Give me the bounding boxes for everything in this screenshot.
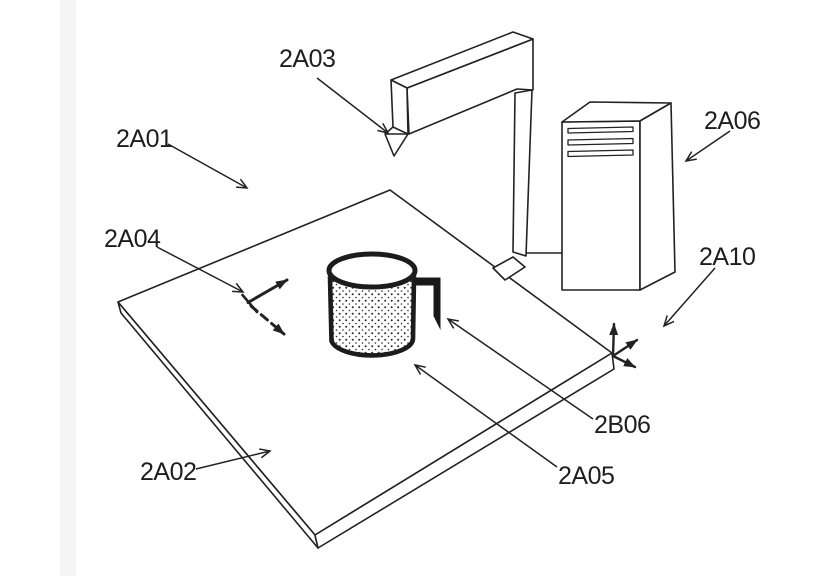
tower-vent-slot bbox=[567, 126, 634, 134]
tower-vent-slot bbox=[567, 149, 634, 158]
axis-arrow-upright bbox=[611, 338, 639, 358]
work-table bbox=[117, 189, 615, 549]
leader-2a06 bbox=[684, 130, 731, 163]
leader-2a04 bbox=[156, 246, 245, 293]
reference-label-2a01: 2A01 bbox=[116, 125, 173, 153]
dashed-axis-arrow bbox=[249, 304, 286, 336]
reference-label-2a03: 2A03 bbox=[279, 45, 336, 73]
mug bbox=[326, 251, 441, 358]
computer-tower bbox=[561, 101, 676, 291]
leader-lines bbox=[156, 77, 731, 470]
solid-axis-arrow bbox=[246, 278, 289, 304]
scanner-head-tip bbox=[384, 133, 409, 157]
gantry-column bbox=[512, 89, 533, 257]
mug-body-outline bbox=[327, 274, 417, 358]
tower-front-face bbox=[561, 120, 641, 291]
reference-label-2b06: 2B06 bbox=[594, 411, 651, 439]
leader-2a05 bbox=[413, 363, 558, 468]
scan-artifact-band bbox=[60, 0, 76, 576]
table-edge-right bbox=[314, 352, 615, 549]
scanner-head-joint-line bbox=[384, 126, 394, 135]
reference-label-2a10: 2A10 bbox=[699, 243, 756, 271]
reference-label-2a06: 2A06 bbox=[704, 107, 761, 135]
gantry-column-foot bbox=[492, 256, 526, 281]
tower-side-face bbox=[639, 102, 676, 291]
reference-label-2a05: 2A05 bbox=[558, 462, 615, 490]
leader-2a10 bbox=[662, 267, 716, 328]
scanner-gantry bbox=[384, 31, 562, 281]
corner-axes-marker bbox=[609, 322, 639, 369]
leader-2a01 bbox=[167, 143, 249, 189]
leader-2a03 bbox=[316, 77, 390, 135]
mug-rim bbox=[326, 251, 418, 290]
reference-label-2a02: 2A02 bbox=[140, 458, 197, 486]
reference-label-2a04: 2A04 bbox=[104, 225, 161, 253]
tower-vent-slot bbox=[567, 137, 634, 146]
axis-arrow-up bbox=[609, 322, 619, 358]
leader-2b06 bbox=[446, 317, 594, 420]
mug-body-texture bbox=[330, 277, 414, 356]
axis-arrow-downright bbox=[611, 354, 637, 369]
leader-2a02 bbox=[195, 448, 272, 470]
gantry-beam-end-cap bbox=[390, 79, 409, 135]
table-axes-marker bbox=[241, 278, 289, 336]
